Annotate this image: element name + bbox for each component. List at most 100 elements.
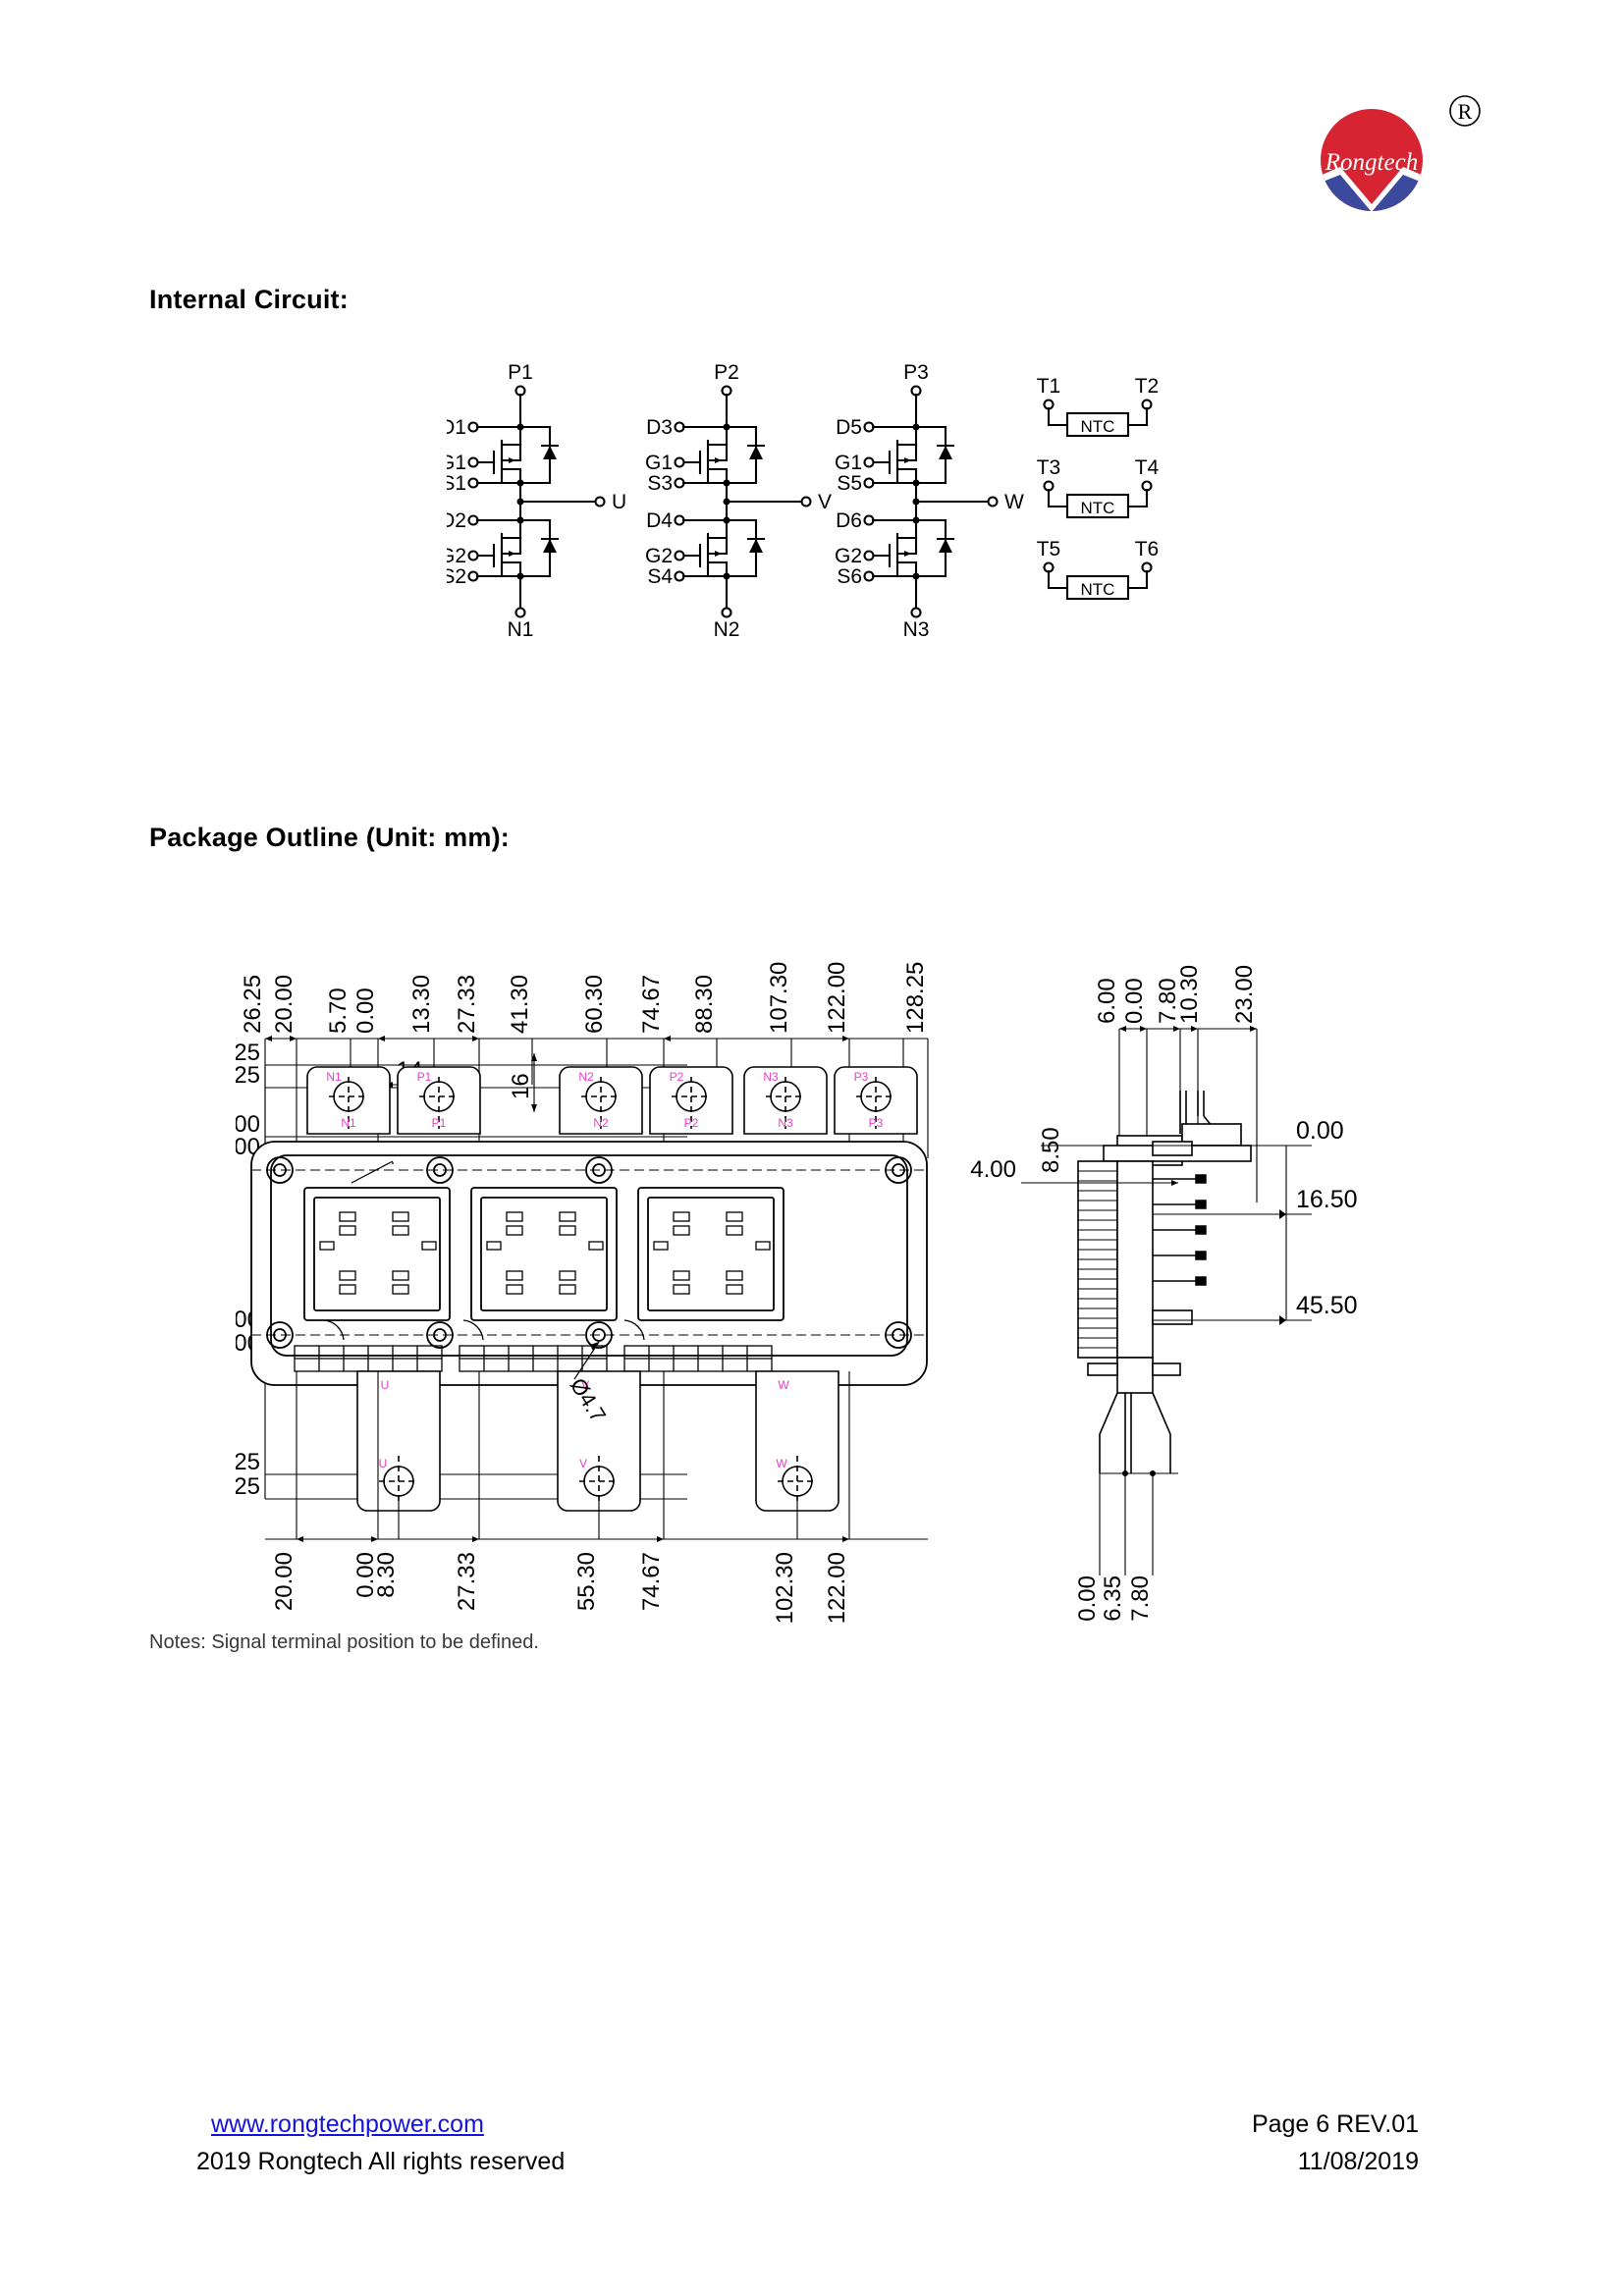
dim-top-4: 13.30 xyxy=(408,975,435,1034)
label-p1: P1 xyxy=(508,363,533,384)
terminal-n1 xyxy=(306,1066,391,1135)
dim-side-top-3: 10.30 xyxy=(1176,965,1203,1024)
dim-bot-5: 74.67 xyxy=(638,1552,665,1611)
label-n1: N1 xyxy=(508,618,534,641)
label-g2-leg1: G2 xyxy=(447,545,466,567)
label-t2: T2 xyxy=(1135,375,1160,398)
label-t5: T5 xyxy=(1037,538,1061,561)
module-body-top-view xyxy=(250,1141,928,1386)
dim-left-bot-1: 100.25 xyxy=(236,1473,260,1500)
dim-bot-4: 55.30 xyxy=(573,1552,600,1611)
side-view-left-dimension-chain xyxy=(1021,1145,1178,1186)
terminal-label-p3-bot: P3 xyxy=(869,1116,884,1130)
label-ntc-1: NTC xyxy=(1081,417,1115,436)
terminal-label-w-bot: W xyxy=(776,1457,787,1470)
dim-top-6: 41.30 xyxy=(507,975,533,1034)
label-g1-leg3: G1 xyxy=(835,452,862,474)
dim-left-bot-0: 94.25 xyxy=(236,1449,260,1475)
terminal-label-u-top: U xyxy=(381,1378,390,1392)
label-d5: D5 xyxy=(836,416,862,439)
terminal-p1 xyxy=(397,1066,481,1135)
dim-top-3: 0.00 xyxy=(352,988,379,1034)
label-p3: P3 xyxy=(903,363,929,384)
circuit-leg-1 xyxy=(467,385,606,618)
revision-date-text: 11/08/2019 xyxy=(1297,2148,1419,2175)
label-output-u: U xyxy=(612,491,626,513)
terminal-label-n2-top: N2 xyxy=(578,1070,594,1084)
terminal-label-p3-top: P3 xyxy=(854,1070,869,1084)
dim-side-right-2: 45.50 xyxy=(1296,1292,1358,1319)
section-title-package-outline: Package Outline (Unit: mm): xyxy=(149,823,510,852)
label-g2-leg2: G2 xyxy=(645,545,673,567)
label-ntc-3: NTC xyxy=(1081,580,1115,599)
side-view-right-dimension-chain xyxy=(1153,1145,1312,1325)
circuit-leg-2 xyxy=(674,385,812,618)
dim-top-0: 26.25 xyxy=(240,975,266,1034)
dim-side-bot-0: 0.00 xyxy=(1074,1575,1101,1622)
label-t6: T6 xyxy=(1135,538,1160,561)
terminal-n2 xyxy=(559,1066,643,1135)
terminal-w xyxy=(755,1370,839,1512)
dim-side-top-2: 7.80 xyxy=(1155,978,1181,1024)
svg-text:R: R xyxy=(1458,99,1473,124)
company-logo: Rongtech R xyxy=(1301,93,1483,216)
label-s1: S1 xyxy=(447,472,466,495)
label-t3: T3 xyxy=(1037,456,1061,479)
terminal-v xyxy=(557,1370,641,1512)
drawing-notes: Notes: Signal terminal position to be de… xyxy=(149,1631,539,1653)
terminal-label-p2-top: P2 xyxy=(670,1070,684,1084)
label-output-v: V xyxy=(818,491,832,513)
label-d3: D3 xyxy=(646,416,673,439)
terminal-p2 xyxy=(649,1066,733,1135)
dim-top-10: 107.30 xyxy=(766,962,792,1034)
copyright-text: 2019 Rongtech All rights reserved xyxy=(196,2148,566,2175)
terminal-label-u-bot: U xyxy=(379,1457,388,1470)
package-outline-drawing: 26.25 20.00 5.70 0.00 13.30 27.33 41.30 … xyxy=(236,888,1453,1664)
terminal-label-n3-bot: N3 xyxy=(778,1116,793,1130)
label-n2: N2 xyxy=(714,618,740,641)
dim-top-12: 128.25 xyxy=(902,962,929,1034)
label-s5: S5 xyxy=(837,472,862,495)
registered-trademark-icon: R xyxy=(1447,93,1483,129)
ntc-thermistor-3 xyxy=(1043,561,1153,601)
logo-brand-text: Rongtech xyxy=(1325,149,1418,176)
dim-side-bot-2: 7.80 xyxy=(1127,1575,1154,1622)
dim-bot-2: 8.30 xyxy=(373,1552,400,1598)
dim-left-top-1: 16.25 xyxy=(236,1062,260,1089)
ntc-thermistor-2 xyxy=(1043,480,1153,519)
label-t4: T4 xyxy=(1135,456,1160,479)
dim-side-right-1: 16.50 xyxy=(1296,1186,1358,1213)
bottom-dimension-chain xyxy=(265,1371,928,1542)
label-g1-leg2: G1 xyxy=(645,452,673,474)
label-d6: D6 xyxy=(836,509,862,532)
dim-side-top-4: 23.00 xyxy=(1231,965,1258,1024)
dim-top-9: 88.30 xyxy=(691,975,718,1034)
label-p2: P2 xyxy=(714,363,739,384)
label-s4: S4 xyxy=(647,565,673,588)
ntc-thermistor-1 xyxy=(1043,399,1153,438)
terminal-label-v-top: V xyxy=(581,1378,589,1392)
dim-bot-6: 102.30 xyxy=(772,1552,798,1624)
terminal-label-v-bot: V xyxy=(579,1457,587,1470)
terminal-label-n3-top: N3 xyxy=(763,1070,779,1084)
label-n3: N3 xyxy=(903,618,930,641)
dim-top-1: 20.00 xyxy=(271,975,298,1034)
dim-top-8: 74.67 xyxy=(638,975,665,1034)
terminal-label-w-top: W xyxy=(778,1378,789,1392)
top-terminal-group xyxy=(306,1066,918,1135)
label-d2: D2 xyxy=(447,509,466,532)
terminal-u xyxy=(356,1370,441,1512)
dim-side-left-0: 8.50 xyxy=(1038,1127,1064,1173)
dim-side-left-1: 4.00 xyxy=(970,1156,1016,1183)
section-title-internal-circuit: Internal Circuit: xyxy=(149,285,349,314)
circuit-leg-3 xyxy=(863,385,999,618)
dim-left-top-0: 22.25 xyxy=(236,1040,260,1066)
side-view-bottom-dimension-chain xyxy=(1099,1470,1178,1575)
label-output-w: W xyxy=(1004,491,1024,513)
label-g2-leg3: G2 xyxy=(835,545,862,567)
label-s2: S2 xyxy=(447,565,466,588)
dim-left-top-2: 5.00 xyxy=(236,1111,260,1138)
company-website-link[interactable]: www.rongtechpower.com xyxy=(211,2110,484,2138)
side-view-group: 6.00 0.00 7.80 10.30 23.00 xyxy=(970,965,1357,1622)
